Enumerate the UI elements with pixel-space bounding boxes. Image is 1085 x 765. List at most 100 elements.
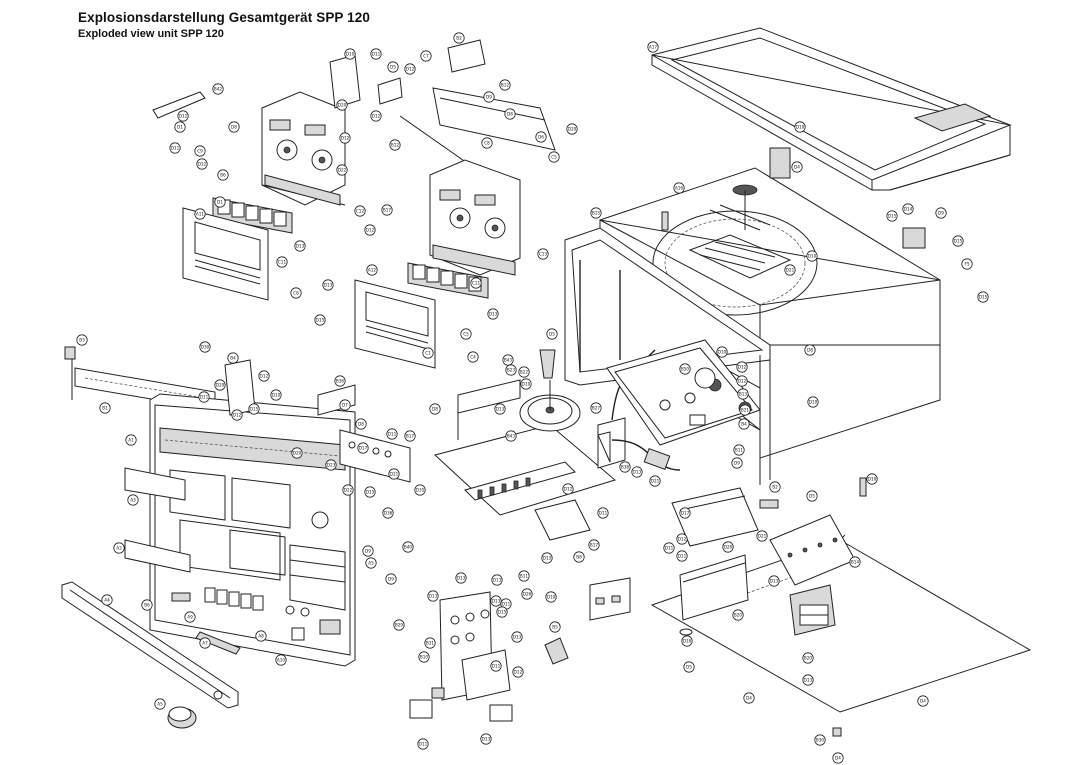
callout-text: D8 xyxy=(358,422,364,427)
callout-d5: D5 xyxy=(806,490,818,502)
callout-d12: D12 xyxy=(404,63,416,75)
callout-d11: D11 xyxy=(663,542,675,554)
callout-text: D35 xyxy=(416,488,425,493)
callout-c9: C9 xyxy=(194,145,206,157)
callout-text: D15 xyxy=(498,610,507,615)
callout-d15: D15 xyxy=(952,235,964,247)
callout-text: D22 xyxy=(344,488,353,493)
callout-c12: C12 xyxy=(354,205,366,217)
callout-text: D10 xyxy=(809,400,818,405)
drive-pulley xyxy=(519,349,581,432)
callout-text: C8 xyxy=(293,291,299,296)
callout-text: A16 xyxy=(675,186,684,191)
callout-d30: D30 xyxy=(199,341,211,353)
callout-text: D12 xyxy=(514,670,523,675)
callout-d5: D5 xyxy=(683,661,695,673)
callout-text: D12 xyxy=(366,228,375,233)
callout-d21: D21 xyxy=(649,475,661,487)
diagram-title-english: Exploded view unit SPP 120 xyxy=(78,28,224,40)
callout-text: B17 xyxy=(383,208,392,213)
callout-a10: A10 xyxy=(275,654,287,666)
callout-text: B21 xyxy=(741,408,750,413)
callout-b17: B17 xyxy=(381,204,393,216)
callout-text: D10 xyxy=(796,125,805,130)
callout-text: A3 xyxy=(130,498,136,503)
callout-text: D12 xyxy=(738,365,747,370)
callout-d10: D10 xyxy=(716,346,728,358)
callout-text: B5 xyxy=(552,625,558,630)
callout-text: D15 xyxy=(366,490,375,495)
callout-d11: D11 xyxy=(490,660,502,672)
callout-d13: D13 xyxy=(802,674,814,686)
callout-text: D8 xyxy=(231,125,237,130)
callout-text: D10 xyxy=(547,595,556,600)
callout-text: D15 xyxy=(954,239,963,244)
callout-text: D10 xyxy=(868,477,877,482)
callout-text: B6 xyxy=(220,173,226,178)
callout-b5: B5 xyxy=(549,621,561,633)
callout-text: D11 xyxy=(388,432,397,437)
callout-b23: B23 xyxy=(505,364,517,376)
callout-b43: B43 xyxy=(502,354,514,366)
callout-b30: B30 xyxy=(814,734,826,746)
callout-d15: D15 xyxy=(314,314,326,326)
callout-text: F5 xyxy=(964,262,969,267)
callout-text: D13 xyxy=(492,599,501,604)
callout-text: D10 xyxy=(272,393,281,398)
callout-text: D1 xyxy=(217,200,223,205)
callout-b13: B13 xyxy=(737,388,749,400)
callout-text: D13 xyxy=(496,407,505,412)
callout-text: D10 xyxy=(522,382,531,387)
callout-d13: D13 xyxy=(427,590,439,602)
callout-text: D13 xyxy=(770,579,779,584)
callout-text: D20 xyxy=(724,545,733,550)
callout-d10: D10 xyxy=(545,591,557,603)
callout-d4: D4 xyxy=(791,161,803,173)
callout-d20: D20 xyxy=(214,379,226,391)
callout-text: D12 xyxy=(260,374,269,379)
callout-a5: A5 xyxy=(154,698,166,710)
callout-text: B17 xyxy=(590,543,599,548)
callout-b14: B14 xyxy=(849,556,861,568)
callout-b10: B10 xyxy=(418,651,430,663)
callout-d15: D15 xyxy=(977,291,989,303)
callout-d22: D22 xyxy=(336,164,348,176)
callout-d13: D13 xyxy=(487,308,499,320)
callout-text: B43 xyxy=(504,358,513,363)
callout-d11: D11 xyxy=(370,48,382,60)
callout-a12: A12 xyxy=(366,264,378,276)
dust-cover-lid xyxy=(651,27,1012,191)
callout-text: D11 xyxy=(372,52,381,57)
callout-a7: A7 xyxy=(199,637,211,649)
callout-text: C5 xyxy=(551,155,557,160)
callout-a4: A4 xyxy=(101,594,113,606)
callout-text: D5 xyxy=(549,332,555,337)
callout-d9: D9 xyxy=(935,207,947,219)
callout-b38: B38 xyxy=(619,461,631,473)
callout-d12: D12 xyxy=(736,375,748,387)
callout-d21: D21 xyxy=(756,530,768,542)
callout-d16: D16 xyxy=(681,635,693,647)
callout-a3: A3 xyxy=(127,494,139,506)
callout-b29: B29 xyxy=(393,619,405,631)
transformer-bracket xyxy=(679,554,749,621)
callout-a11: A11 xyxy=(194,208,206,220)
callout-text: D4 xyxy=(746,696,752,701)
callout-b22: B22 xyxy=(518,366,530,378)
callout-text: B38 xyxy=(621,465,630,470)
callout-d7: D7 xyxy=(339,399,351,411)
callout-text: D1 xyxy=(177,125,183,130)
callout-c1: C1 xyxy=(422,347,434,359)
callout-text: D12 xyxy=(179,114,188,119)
small-board-rear xyxy=(671,487,759,547)
callout-text: D10 xyxy=(808,254,817,259)
callout-b17: B17 xyxy=(404,430,416,442)
callout-d13: D13 xyxy=(294,240,306,252)
callout-text: D13 xyxy=(324,283,333,288)
callout-b40: B40 xyxy=(402,541,414,553)
callout-text: B31 xyxy=(426,641,435,646)
callout-text: B4 xyxy=(741,422,747,427)
callout-text: D5 xyxy=(809,494,815,499)
callout-text: D11 xyxy=(678,554,687,559)
callout-b36: B36 xyxy=(334,375,346,387)
